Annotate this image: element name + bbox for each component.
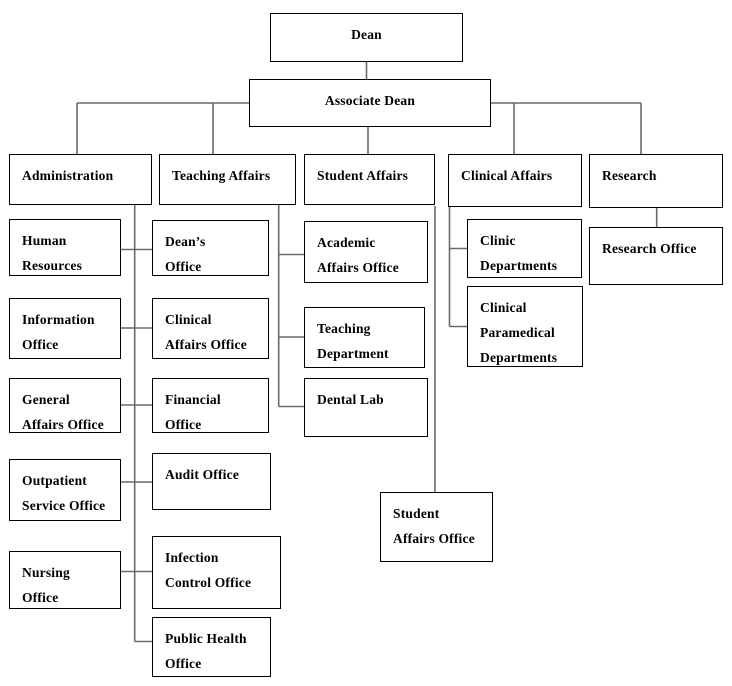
node-outpatient-service-office: Outpatient Service Office (9, 459, 121, 521)
node-public-health-office-label: Public Health Office (165, 631, 247, 671)
node-clinical-affairs-office: Clinical Affairs Office (152, 298, 269, 359)
node-information-office-label: Information Office (22, 312, 95, 352)
node-student-affairs: Student Affairs (304, 154, 435, 205)
node-clinical-affairs: Clinical Affairs (448, 154, 582, 207)
node-student-affairs-office-label: Student Affairs Office (393, 506, 475, 546)
node-general-affairs-office-label: General Affairs Office (22, 392, 104, 432)
node-research-office: Research Office (589, 227, 723, 285)
node-dean-label: Dean (351, 27, 382, 42)
node-research-label: Research (602, 168, 657, 183)
node-teaching-affairs-label: Teaching Affairs (172, 168, 271, 183)
node-deans-office-label: Dean’s Office (165, 234, 206, 274)
node-associate-dean: Associate Dean (249, 79, 491, 127)
node-infection-control-office-label: Infection Control Office (165, 550, 252, 590)
node-associate-dean-label: Associate Dean (324, 93, 416, 108)
node-clinical-affairs-office-label: Clinical Affairs Office (165, 312, 247, 352)
node-dean: Dean (270, 13, 463, 62)
node-nursing-office-label: Nursing Office (22, 565, 70, 605)
node-clinic-departments: Clinic Departments (467, 219, 582, 278)
node-clinical-affairs-label: Clinical Affairs (461, 168, 553, 183)
node-clinical-paramedical-departments-label: Clinical Paramedical Departments (480, 300, 558, 365)
node-nursing-office: Nursing Office (9, 551, 121, 609)
node-audit-office-label: Audit Office (165, 467, 240, 482)
node-human-resources-label: Human Resources (22, 233, 83, 273)
node-student-affairs-office: Student Affairs Office (380, 492, 493, 562)
node-audit-office: Audit Office (152, 453, 271, 510)
node-clinic-departments-label: Clinic Departments (480, 233, 558, 273)
node-teaching-affairs: Teaching Affairs (159, 154, 296, 205)
node-student-affairs-label: Student Affairs (317, 168, 409, 183)
node-teaching-department: Teaching Department (304, 307, 425, 368)
node-public-health-office: Public Health Office (152, 617, 271, 677)
node-teaching-department-label: Teaching Department (317, 321, 389, 361)
node-academic-affairs-office-label: Academic Affairs Office (317, 235, 399, 275)
node-infection-control-office: Infection Control Office (152, 536, 281, 609)
node-general-affairs-office: General Affairs Office (9, 378, 121, 433)
node-financial-office-label: Financial Office (165, 392, 221, 432)
node-academic-affairs-office: Academic Affairs Office (304, 221, 428, 283)
node-administration-label: Administration (22, 168, 114, 183)
node-information-office: Information Office (9, 298, 121, 359)
node-dental-lab: Dental Lab (304, 378, 428, 437)
node-dental-lab-label: Dental Lab (317, 392, 384, 407)
node-outpatient-service-office-label: Outpatient Service Office (22, 473, 106, 513)
node-deans-office: Dean’s Office (152, 220, 269, 276)
node-human-resources: Human Resources (9, 219, 121, 276)
node-research: Research (589, 154, 723, 208)
node-administration: Administration (9, 154, 152, 205)
node-clinical-paramedical-departments: Clinical Paramedical Departments (467, 286, 583, 367)
node-financial-office: Financial Office (152, 378, 269, 433)
node-research-office-label: Research Office (602, 241, 697, 256)
